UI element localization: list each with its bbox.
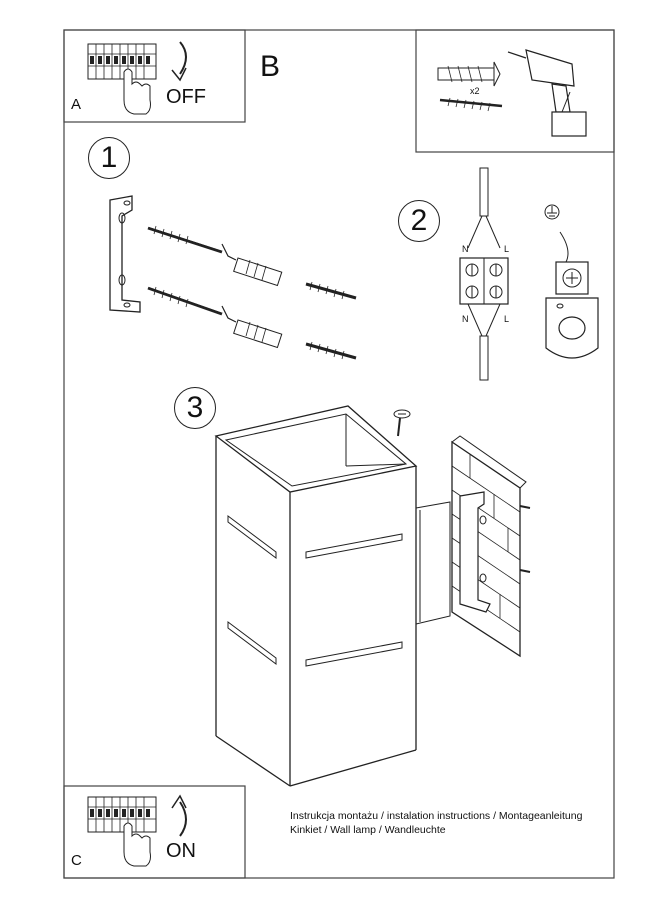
panel-c-illustration [63,785,246,879]
panel-c-state-label: ON [166,840,196,862]
panel-b-tools [415,29,615,153]
step-2-number: 2 [398,200,440,242]
footer-product-name: Kinkiet / Wall lamp / Wandleuchte [290,824,446,836]
panel-a-state-label: OFF [166,86,206,108]
step-3-number: 3 [174,387,216,429]
panel-a-illustration [63,29,246,123]
step-3-lamp-illustration [214,405,531,787]
wire-live-top-label: L [504,244,510,254]
sheet-border [63,29,615,879]
panel-a-letter: A [71,96,82,113]
footer-instructions-title: Instrukcja montażu / instalation instruc… [290,810,583,822]
step-2-wiring-illustration [459,167,599,381]
wire-live-bottom-label: L [504,314,510,324]
wire-neutral-bottom-label: N [462,314,469,324]
wire-neutral-top-label: N [462,244,469,254]
step-1-bracket-illustration [109,195,357,360]
panel-c-letter: C [71,852,82,869]
panel-b-quantity: x2 [470,86,480,96]
step-1-number: 1 [88,137,130,179]
panel-b-letter: B [260,50,281,83]
